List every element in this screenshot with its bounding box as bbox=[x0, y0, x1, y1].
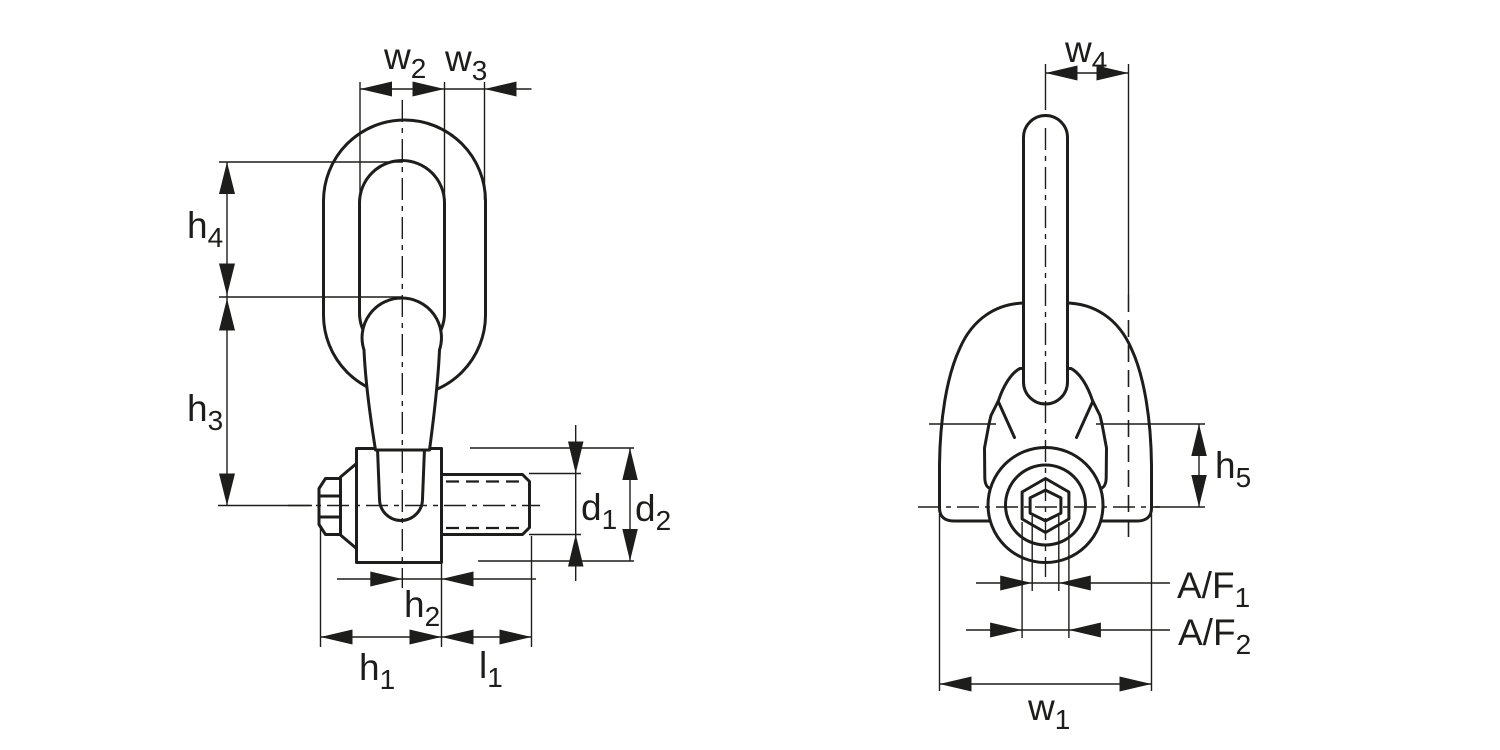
dimension-w2-w3: w2 w3 bbox=[359, 36, 532, 205]
clamp-gusset-lines bbox=[997, 400, 1094, 439]
hex-head-contour bbox=[317, 477, 342, 536]
dimension-af1: A/F1 bbox=[976, 516, 1250, 613]
link-outer-contour bbox=[322, 118, 487, 398]
hex-head-facet-lines bbox=[317, 494, 342, 519]
dim-label-af2: A/F2 bbox=[1178, 612, 1251, 660]
dim-label-w1: w1 bbox=[1027, 687, 1070, 735]
dimension-h1-l1: h1 l1 bbox=[319, 525, 533, 695]
dim-label-h4: h4 bbox=[187, 205, 223, 253]
dim-label-h1: h1 bbox=[359, 647, 395, 695]
bolt-shaft-contour bbox=[440, 473, 531, 536]
bolt-shaft bbox=[440, 473, 531, 536]
dim-label-w2: w2 bbox=[383, 36, 426, 84]
dim-label-af1: A/F1 bbox=[1177, 565, 1250, 613]
dim-label-d2: d2 bbox=[635, 488, 671, 536]
side-view: w2 w3 h4 h3 h2 h1 l1 d1 bbox=[187, 36, 671, 695]
dimension-af2: A/F2 bbox=[966, 522, 1251, 660]
dimension-w4: w4 bbox=[1044, 29, 1130, 295]
dim-label-h3: h3 bbox=[187, 388, 223, 436]
dimension-w1: w1 bbox=[938, 514, 1153, 735]
dim-label-h2: h2 bbox=[404, 584, 440, 632]
dimension-h4-h3: h4 h3 bbox=[187, 161, 403, 507]
dimension-h2: h2 bbox=[337, 563, 536, 647]
dim-label-w4: w4 bbox=[1064, 29, 1107, 77]
dim-label-h5: h5 bbox=[1215, 445, 1251, 493]
dim-label-w3: w3 bbox=[444, 38, 487, 86]
dim-label-d1: d1 bbox=[581, 487, 617, 535]
dimension-h5: h5 bbox=[929, 423, 1251, 508]
front-view: w4 h5 A/F1 A/F2 w1 bbox=[918, 29, 1251, 735]
bushing-inner-circle bbox=[1004, 463, 1087, 547]
hex-head bbox=[317, 477, 342, 536]
dimension-d1: d1 bbox=[529, 425, 617, 581]
dimension-d2: d2 bbox=[470, 447, 671, 562]
dim-label-l1: l1 bbox=[479, 645, 503, 693]
thread-lines bbox=[446, 480, 523, 530]
